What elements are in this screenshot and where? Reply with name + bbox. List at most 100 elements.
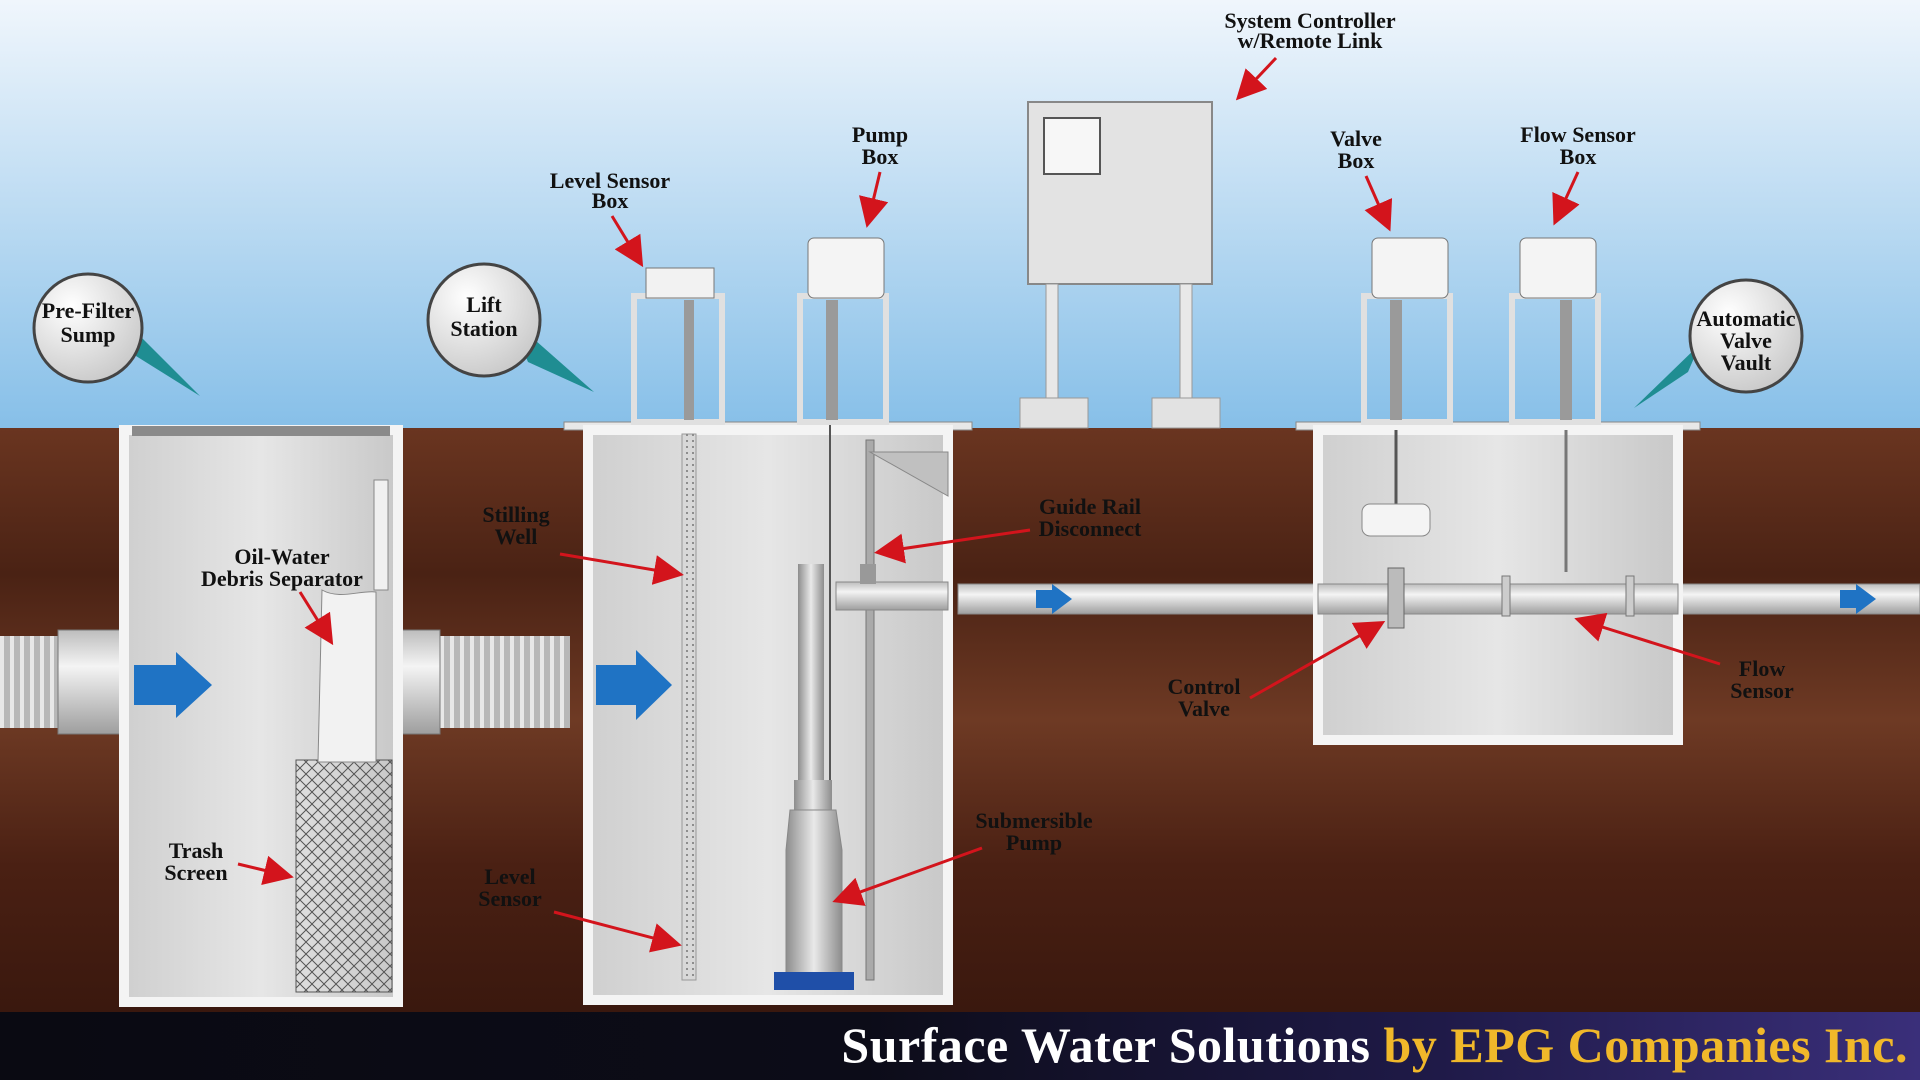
controller-footing — [1151, 397, 1221, 429]
submersible-pump — [785, 809, 843, 981]
arrow-stilling-well — [559, 552, 684, 585]
label-trash-screen-line1: Trash — [169, 838, 224, 863]
callout-bubble — [1688, 278, 1804, 394]
inlet-corrugated-pipe — [0, 636, 60, 728]
controller-footing — [1019, 397, 1089, 429]
guide-rail — [865, 439, 875, 981]
flow-sensor-box — [1519, 237, 1597, 299]
automatic-valve-vault — [1295, 421, 1701, 745]
label-submersible-pump-line1: Submersible — [975, 808, 1093, 833]
stand-conduit — [1390, 300, 1402, 420]
arrow-pump-box — [859, 171, 889, 228]
label-system-controller-line2: w/Remote Link — [1238, 28, 1384, 53]
valve-box-stand — [1361, 237, 1453, 425]
callout-pointer — [1634, 344, 1700, 408]
water-system-diagram: Pre-Filter Sump Lift Station Automatic V… — [0, 0, 1920, 1012]
label-stilling-well-line1: Stilling — [482, 502, 549, 527]
pump-intake — [774, 972, 854, 990]
separator-vent-pipe — [373, 479, 389, 591]
stilling-well — [681, 433, 697, 981]
label-pump-box-line2: Box — [862, 144, 899, 169]
arrow-control-valve — [1249, 621, 1386, 700]
controller-post — [1179, 283, 1193, 401]
oil-water-separator — [317, 589, 377, 763]
callout-bubble — [426, 262, 542, 378]
label-oil-water-line1: Oil-Water — [234, 544, 330, 569]
label-flow-sensor-line1: Flow — [1739, 656, 1786, 681]
label-control-valve-line2: Valve — [1178, 696, 1230, 721]
valve-actuator — [1361, 503, 1431, 537]
label-valve-box-line2: Box — [1338, 148, 1375, 173]
callout-automatic-valve-vault: Automatic Valve Vault — [1634, 278, 1804, 408]
label-flow-sensor-box-line1: Flow Sensor — [1520, 122, 1636, 147]
leader-arrows — [237, 56, 1721, 953]
arrow-flow-sensor-box — [1552, 171, 1580, 226]
valve-box — [1371, 237, 1449, 299]
label-pump-box-line1: Pump — [852, 122, 908, 147]
callout-label-line1: Automatic — [1697, 306, 1796, 331]
label-valve-box-line1: Valve — [1330, 126, 1382, 151]
flow-arrow-icon — [1036, 584, 1072, 614]
arrow-trash-screen — [237, 855, 294, 885]
stand-conduit — [826, 300, 838, 420]
callout-label-line3: Vault — [1721, 350, 1772, 375]
pump-collar — [794, 780, 832, 810]
arrow-submersible-pump — [832, 846, 983, 906]
transfer-pipe-coupler — [399, 629, 441, 735]
callout-prefilter-sump: Pre-Filter Sump — [32, 272, 200, 396]
flow-arrow-icon — [134, 652, 212, 718]
callout-lift-station: Lift Station — [426, 262, 594, 392]
label-trash-screen-line2: Screen — [164, 860, 227, 885]
banner-title: Surface Water Solutions by EPG Companies… — [841, 1016, 1908, 1074]
label-stilling-well-line2: Well — [495, 524, 538, 549]
lift-station-wall — [583, 425, 953, 1005]
label-guide-rail-line2: Disconnect — [1039, 516, 1142, 541]
label-flow-sensor-box-line2: Box — [1560, 144, 1597, 169]
label-submersible-pump-line2: Pump — [1006, 830, 1062, 855]
vault-pipe — [1317, 583, 1679, 615]
callout-label-line2: Sump — [60, 322, 115, 347]
callout-label-line1: Lift — [466, 292, 502, 317]
label-control-valve-line1: Control — [1168, 674, 1241, 699]
level-sensor-box — [645, 267, 715, 299]
callout-label-line2: Valve — [1720, 328, 1772, 353]
callout-label-line2: Station — [450, 316, 517, 341]
label-guide-rail-line1: Guide Rail — [1039, 494, 1141, 519]
level-sensor-box-stand — [631, 267, 725, 425]
arrow-guide-rail — [874, 528, 1031, 564]
arrow-level-sensor — [553, 910, 682, 953]
flow-arrow-icon — [596, 650, 672, 720]
label-level-sensor-box-line2: Box — [592, 188, 629, 213]
control-valve — [1387, 567, 1405, 629]
label-level-sensor-line2: Sensor — [478, 886, 542, 911]
pump-box-stand — [797, 237, 889, 425]
pump-riser — [798, 564, 824, 804]
sky — [0, 0, 1920, 430]
arrow-flow-sensor — [1574, 612, 1721, 666]
guide-rail-disconnect — [860, 564, 876, 584]
stand-conduit — [684, 300, 694, 420]
controller-post — [1045, 283, 1059, 401]
prefilter-sump-grate — [132, 426, 390, 436]
arrow-oil-water — [298, 591, 334, 646]
flow-sensor-box-stand — [1509, 237, 1601, 425]
label-oil-water-line2: Debris Separator — [201, 566, 363, 591]
footer-banner: Surface Water Solutions by EPG Companies… — [0, 1012, 1920, 1080]
discharge-elbow — [835, 581, 949, 611]
label-level-sensor-box-line1: Level Sensor — [550, 168, 671, 193]
inlet-pipe-coupler — [57, 629, 125, 735]
label-level-sensor-line1: Level — [484, 864, 535, 889]
arrow-level-sensor-box — [610, 215, 644, 268]
callout-bubble — [32, 272, 144, 384]
flow-sensor-flange — [1501, 575, 1511, 617]
prefilter-sump — [119, 425, 403, 1007]
banner-main-text: Surface Water Solutions — [841, 1017, 1371, 1073]
stand-conduit — [1560, 300, 1572, 420]
trash-screen — [295, 759, 393, 993]
system-controller — [1019, 101, 1221, 429]
banner-brand-text: by EPG Companies Inc. — [1383, 1017, 1908, 1073]
controller-display — [1043, 117, 1101, 175]
arrow-valve-box — [1364, 175, 1393, 232]
pump-box — [807, 237, 885, 299]
